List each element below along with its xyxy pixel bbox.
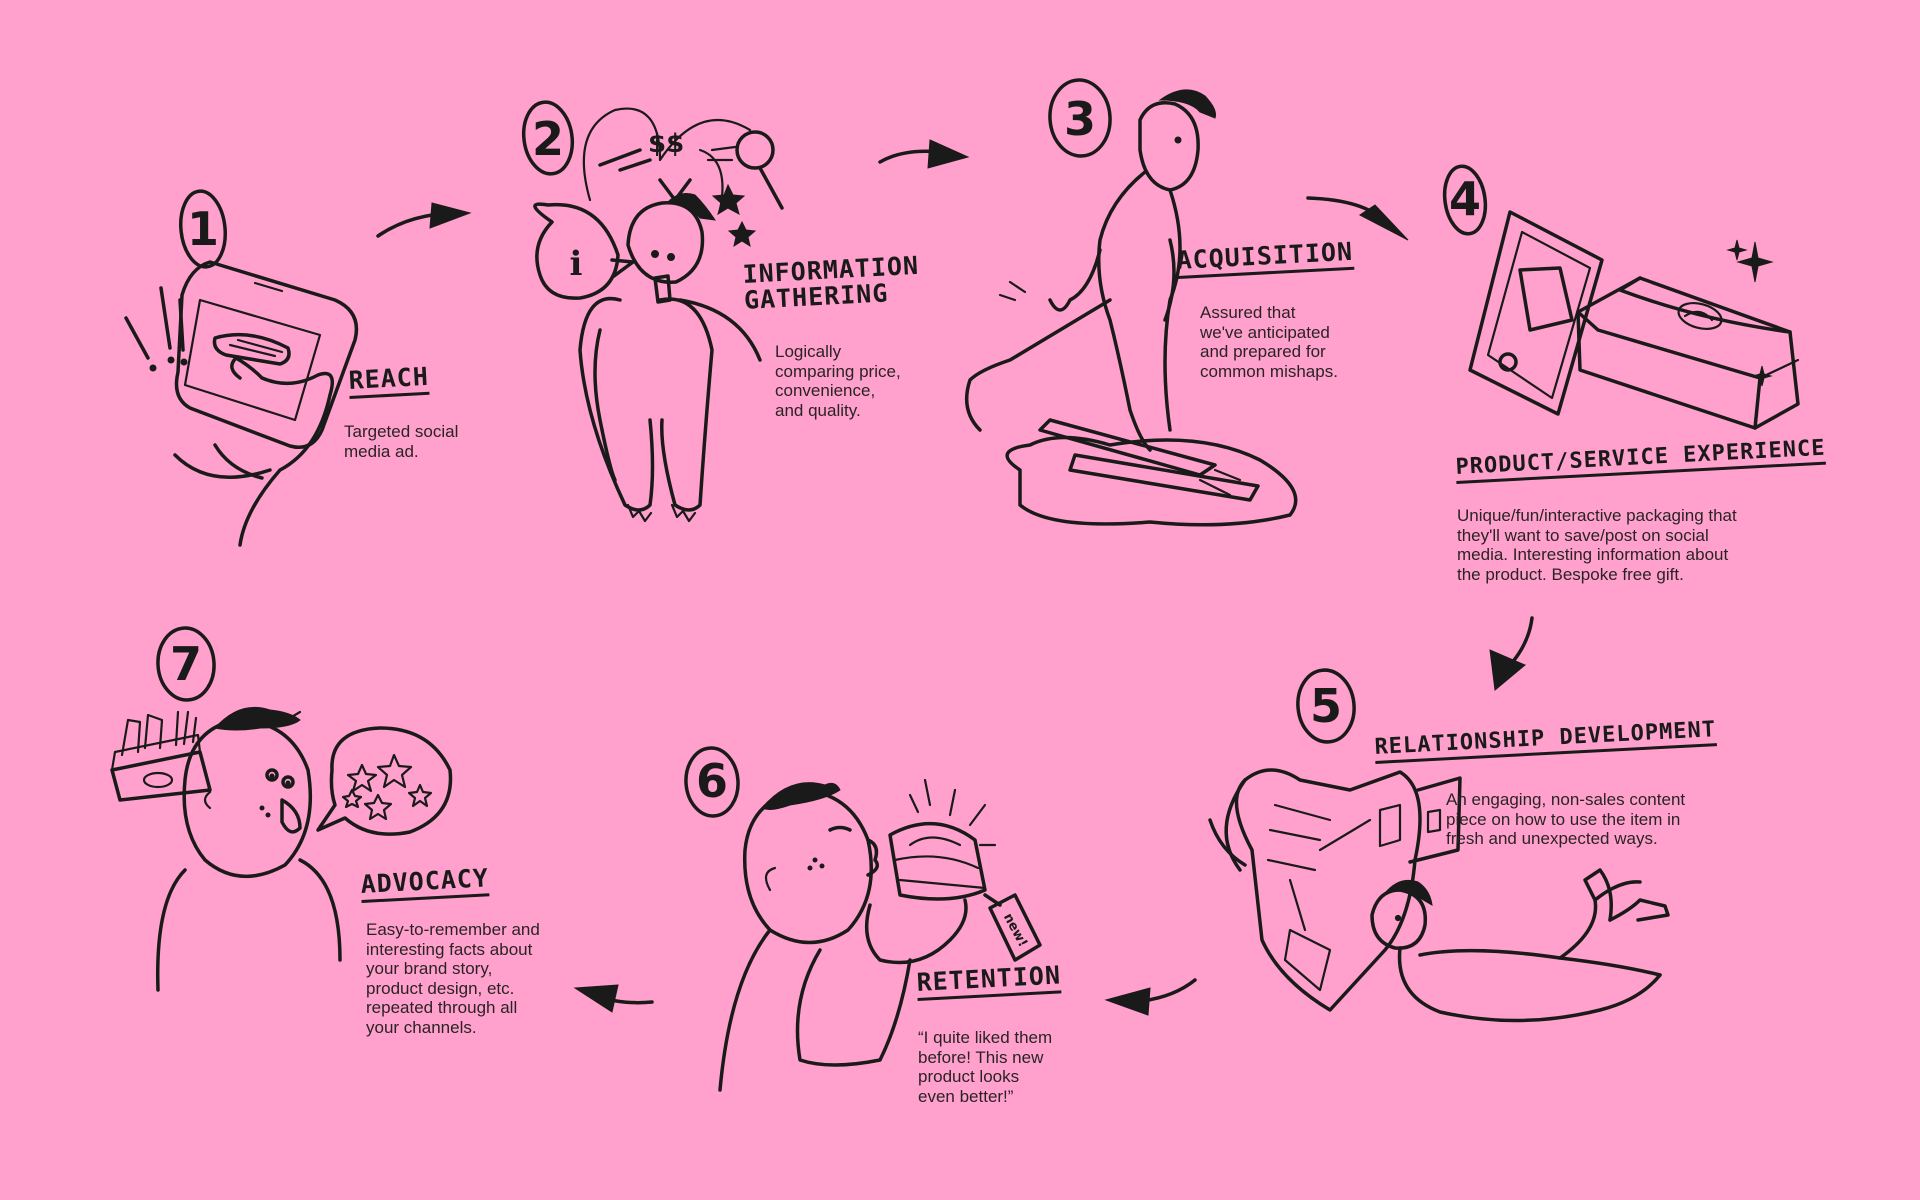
step-number: 1: [187, 202, 219, 256]
step-number: 7: [170, 637, 202, 691]
gift-box-icon: [1468, 210, 1800, 430]
step-4-number-badge: 4: [1442, 164, 1488, 236]
kissing-product-icon: new!: [718, 778, 1042, 1092]
phone-ad-icon: [124, 260, 359, 547]
walking-person-icon: [964, 89, 1298, 527]
step-5-illustration: 5: [1208, 668, 1670, 1023]
arrow-1-to-2-icon: [376, 202, 472, 238]
step-2-number-badge: 2: [521, 100, 575, 176]
reading-newspaper-icon: [1208, 768, 1670, 1023]
step-1-description: Targeted social media ad.: [344, 422, 459, 461]
step-7-illustration: 7: [110, 626, 453, 992]
arrow-5-to-6-icon: [1104, 978, 1197, 1016]
money-glyph: $$: [648, 129, 684, 159]
step-3-illustration: 3: [964, 78, 1298, 527]
step-number: 5: [1310, 679, 1342, 733]
step-5-number-badge: 5: [1296, 668, 1356, 744]
step-4-illustration: 4: [1442, 164, 1800, 430]
step-1-number-badge: 1: [179, 189, 227, 269]
arrow-6-to-7-icon: [573, 984, 654, 1013]
step-1-title: Reach: [348, 362, 430, 400]
step-7-number-badge: 7: [156, 626, 216, 702]
step-6-description: “I quite liked them before! This new pro…: [918, 1028, 1053, 1106]
step-1-illustration: 1: [124, 189, 359, 547]
step-3-description: Assured that we've anticipated and prepa…: [1200, 303, 1338, 381]
star-speech-icon: [110, 706, 453, 992]
step-2-illustration: 2 $$ i: [521, 100, 784, 523]
step-2-description: Logically comparing price, convenience, …: [775, 342, 901, 420]
thinking-person-icon: $$ i: [533, 107, 784, 523]
step-4-description: Unique/fun/interactive packaging that th…: [1457, 506, 1737, 584]
step-3-number-badge: 3: [1048, 78, 1112, 158]
step-6-illustration: 6 new!: [684, 746, 1042, 1092]
step-number: 6: [696, 754, 728, 808]
arrow-2-to-3-icon: [878, 139, 970, 169]
step-7-description: Easy-to-remember and interesting facts a…: [366, 920, 540, 1037]
step-number: 3: [1064, 92, 1096, 146]
info-glyph: i: [570, 244, 583, 284]
step-number: 4: [1449, 172, 1481, 226]
step-5-description: An engaging, non-sales content piece on …: [1446, 790, 1686, 848]
arrow-4-to-5-icon: [1489, 616, 1534, 691]
step-number: 2: [532, 112, 564, 166]
arrow-3-to-4-icon: [1306, 196, 1409, 241]
step-6-number-badge: 6: [684, 746, 740, 818]
step-2-title: Information Gathering: [741, 250, 920, 316]
